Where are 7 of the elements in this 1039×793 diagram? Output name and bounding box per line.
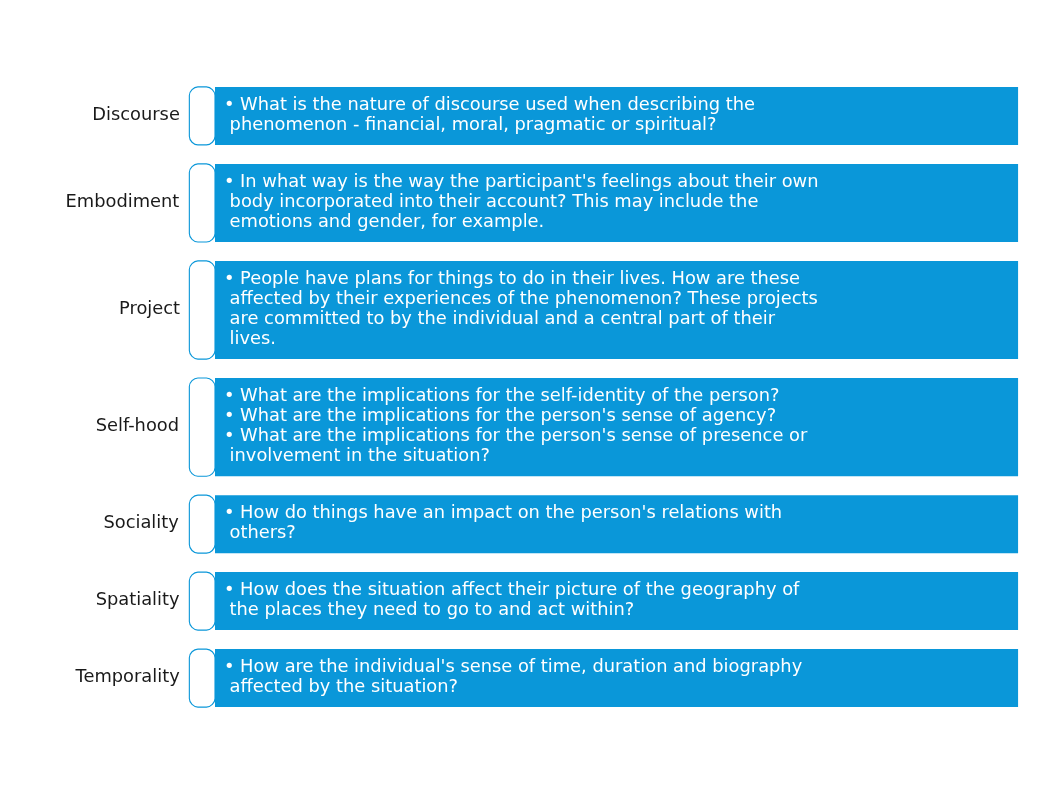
node-label: Self-hood — [95, 413, 180, 435]
node-label: Temporality — [75, 664, 180, 686]
node-label: Embodiment — [65, 189, 180, 211]
node-label: Spatiality — [95, 587, 180, 609]
node-label: Discourse — [92, 102, 180, 124]
node-label: Project — [119, 296, 181, 318]
node-label: Sociality — [103, 510, 179, 532]
